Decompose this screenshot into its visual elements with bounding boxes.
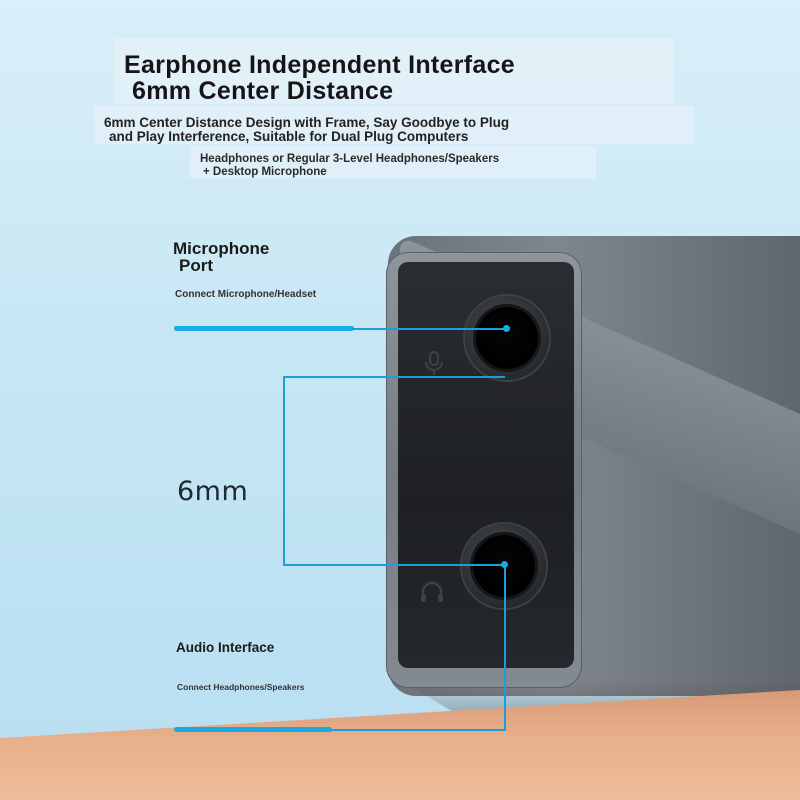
- audio-leader-horizontal: [330, 729, 506, 731]
- subtitle-line-2: and Play Interference, Suitable for Dual…: [109, 129, 469, 144]
- microphone-jack: [465, 296, 549, 380]
- page-title: Earphone Independent Interface 6mm Cente…: [124, 52, 594, 104]
- table-surface: [0, 690, 800, 800]
- distance-bracket-top: [283, 376, 505, 378]
- note-banner: [190, 146, 596, 178]
- title-banner: [114, 38, 674, 104]
- distance-bracket-side: [283, 376, 285, 566]
- headphone-icon: [418, 578, 446, 612]
- microphone-title-line-1: Microphone: [173, 239, 270, 258]
- microphone-icon: [422, 350, 446, 382]
- subtitle-banner: [94, 106, 694, 144]
- note-line-2: + Desktop Microphone: [203, 166, 327, 178]
- microphone-leader-line: [352, 328, 506, 330]
- microphone-callout-bar: [174, 326, 354, 331]
- distance-bracket-bottom: [283, 564, 505, 566]
- microphone-title-line-2: Port: [179, 256, 213, 275]
- audio-leader-dot: [501, 561, 508, 568]
- audio-interface-description: Connect Headphones/Speakers: [177, 682, 305, 692]
- audio-leader-line: [504, 566, 506, 730]
- center-distance-label: 6mm: [177, 476, 249, 507]
- microphone-port-description: Connect Microphone/Headset: [175, 289, 317, 300]
- title-line-2: 6mm Center Distance: [132, 77, 394, 105]
- audio-callout-bar: [174, 727, 332, 732]
- compatibility-note: Headphones or Regular 3-Level Headphones…: [200, 153, 600, 179]
- microphone-port-label: Microphone Port: [173, 240, 269, 274]
- note-line-1: Headphones or Regular 3-Level Headphones…: [200, 153, 500, 165]
- microphone-jack-hole: [476, 307, 538, 369]
- subtitle: 6mm Center Distance Design with Frame, S…: [104, 116, 624, 144]
- audio-interface-label: Audio Interface: [176, 640, 275, 655]
- microphone-leader-dot: [503, 325, 510, 332]
- subtitle-line-1: 6mm Center Distance Design with Frame, S…: [104, 115, 510, 130]
- title-line-1: Earphone Independent Interface: [124, 51, 516, 79]
